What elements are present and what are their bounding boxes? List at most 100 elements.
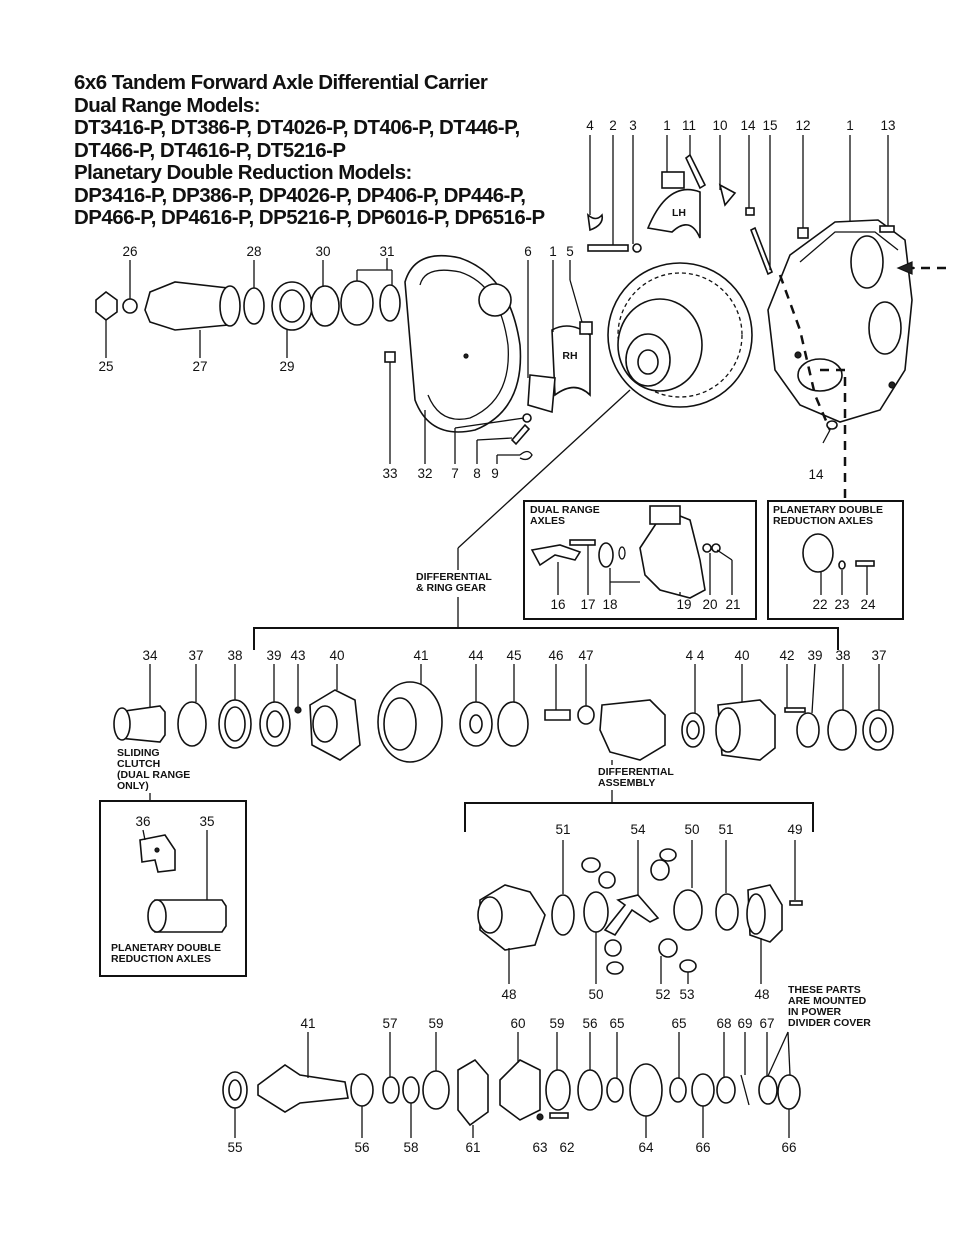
- caption-line: DIFFERENTIAL: [416, 571, 492, 583]
- callout: 65: [671, 1016, 686, 1031]
- callout: 36: [135, 814, 150, 829]
- callout: 2: [609, 118, 617, 133]
- callout: 53: [679, 987, 694, 1002]
- callout: 54: [630, 822, 646, 837]
- callout: 30: [315, 244, 330, 259]
- caption-line: DIFFERENTIAL: [598, 766, 674, 778]
- callout: 3: [629, 118, 637, 133]
- callout: 48: [501, 987, 516, 1002]
- lh-label: LH: [672, 207, 686, 219]
- callout: 12: [795, 118, 810, 133]
- callout: 42: [779, 648, 794, 663]
- callout: 38: [835, 648, 850, 663]
- callout: 64: [638, 1140, 654, 1155]
- callout: 59: [428, 1016, 443, 1031]
- callout: 8: [473, 466, 481, 481]
- diagram-title: 6x6 Tandem Forward Axle Differential Car…: [74, 71, 545, 230]
- caption-line: DIVIDER COVER: [788, 1017, 871, 1029]
- dashed-guide-a: [778, 274, 832, 431]
- callout: 14: [808, 467, 824, 482]
- callout: 68: [716, 1016, 731, 1031]
- callout: 61: [465, 1140, 480, 1155]
- callout: 19: [676, 597, 691, 612]
- callout: 17: [580, 597, 595, 612]
- caption-line: (DUAL RANGE: [117, 769, 190, 781]
- caption-line: IN POWER: [788, 1006, 842, 1018]
- dual-range-leaders: [557, 545, 733, 595]
- callout: 32: [417, 466, 432, 481]
- callout: 41: [300, 1016, 315, 1031]
- bearing-cap-rh: [527, 321, 593, 414]
- callout: 18: [602, 597, 617, 612]
- callout: 39: [807, 648, 822, 663]
- caption-line: & RING GEAR: [416, 582, 486, 594]
- callout: 25: [98, 359, 113, 374]
- top-leaders: [105, 135, 889, 464]
- callout: 15: [762, 118, 777, 133]
- callout: 44: [468, 648, 484, 663]
- bearing-cap-lh: [646, 153, 737, 239]
- callout: 13: [880, 118, 895, 133]
- callout: 38: [227, 648, 242, 663]
- callout: 60: [510, 1016, 525, 1031]
- yoke-group: [95, 280, 401, 331]
- carrier-housing: [767, 219, 913, 423]
- plug-12: [797, 227, 809, 239]
- callout: 45: [506, 648, 521, 663]
- callout: 33: [382, 466, 397, 481]
- callout: 48: [754, 987, 769, 1002]
- callout: 43: [290, 648, 305, 663]
- title-line: DP466-P, DP4616-P, DP5216-P, DP6016-P, D…: [74, 206, 545, 229]
- callout: 14: [740, 118, 756, 133]
- title-line: DP3416-P, DP386-P, DP4026-P, DP406-P, DP…: [74, 183, 526, 207]
- ring-gear-diff: [607, 262, 753, 408]
- caption-line: REDUCTION AXLES: [773, 515, 873, 527]
- middle-leaders: [149, 663, 880, 714]
- bottom-leaders: [234, 1031, 791, 1138]
- callout: 10: [712, 118, 727, 133]
- callout: 31: [379, 244, 394, 259]
- washer-14b: [826, 420, 838, 430]
- callout: 29: [279, 359, 294, 374]
- washer-7: [522, 413, 532, 423]
- dual-range-box: [523, 500, 757, 620]
- callout: 50: [588, 987, 603, 1002]
- callout: 35: [199, 814, 214, 829]
- callout: 6: [524, 244, 532, 259]
- diff-parts: [477, 848, 803, 975]
- callout: 52: [655, 987, 670, 1002]
- caption-line: PLANETARY DOUBLE: [111, 942, 221, 954]
- caption-line: ASSEMBLY: [598, 777, 655, 789]
- callout: 26: [122, 244, 137, 259]
- callout: 1: [846, 118, 854, 133]
- callout: 21: [725, 597, 740, 612]
- callout: 7: [451, 466, 459, 481]
- callout: 4: [586, 118, 594, 133]
- arrow-head: [896, 261, 913, 275]
- plug-33: [384, 351, 396, 363]
- caption-line: THESE PARTS: [788, 984, 861, 996]
- dashed-guide-b: [820, 368, 847, 500]
- callout: 62: [559, 1140, 574, 1155]
- middle-row-bracket: [253, 627, 839, 650]
- callout: 55: [227, 1140, 242, 1155]
- middle-row-parts: [113, 681, 894, 763]
- callout: 37: [871, 648, 886, 663]
- callout: 4 4: [686, 648, 705, 663]
- callout: 40: [329, 648, 344, 663]
- callout: 22: [812, 597, 827, 612]
- caption-line: SLIDING: [117, 747, 160, 759]
- callout: 41: [413, 648, 428, 663]
- caption-line: REDUCTION AXLES: [111, 953, 211, 965]
- callout: 16: [550, 597, 565, 612]
- planetary-cover-parts: [802, 533, 875, 595]
- washer-3: [632, 243, 642, 253]
- callout: 5: [566, 244, 574, 259]
- planetary-parts-bottom: [139, 829, 227, 933]
- title-line: DT466-P, DT4616-P, DT5216-P: [74, 138, 346, 162]
- bottom-row-parts: [222, 1058, 801, 1127]
- ring-gear-leader: [457, 389, 631, 549]
- title-line: DT3416-P, DT386-P, DT4026-P, DT406-P, DT…: [74, 116, 520, 139]
- diff-bracket: [464, 802, 814, 832]
